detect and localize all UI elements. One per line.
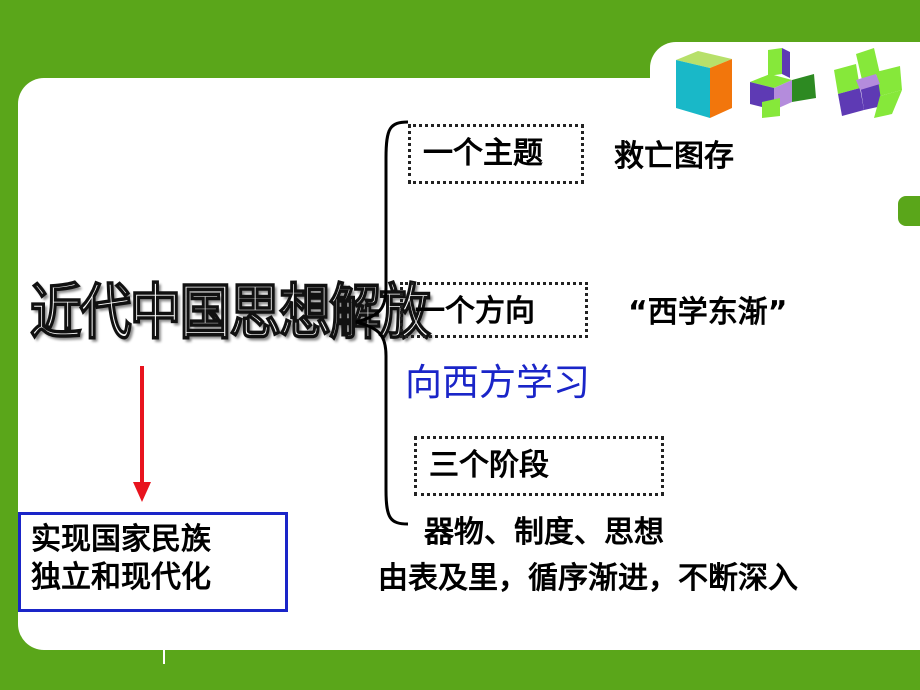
branch-label-direction: 一个方向 bbox=[415, 294, 535, 329]
branch-label-theme: 一个主题 bbox=[423, 136, 543, 171]
right-notch bbox=[898, 196, 920, 226]
diagram-title: 近代中国思想解放 bbox=[29, 277, 431, 349]
cross-blocks-icon bbox=[834, 48, 902, 118]
goal-line-1: 实现国家民族 bbox=[31, 522, 211, 557]
branch-label-stages: 三个阶段 bbox=[429, 448, 549, 483]
stages-line: 器物、制度、思想 bbox=[424, 515, 664, 550]
stacked-blocks-icon bbox=[750, 48, 816, 118]
branch-box-direction: 一个方向 bbox=[400, 282, 588, 338]
bottom-tick bbox=[163, 648, 165, 664]
down-arrow-icon bbox=[133, 366, 151, 502]
cube-icon bbox=[676, 51, 732, 118]
branch-detail-direction: “西学东渐” bbox=[628, 295, 788, 330]
direction-note: 向西方学习 bbox=[405, 361, 590, 404]
goal-line-2: 独立和现代化 bbox=[31, 559, 211, 595]
curly-brace bbox=[355, 120, 409, 526]
goal-box: 实现国家民族 独立和现代化 bbox=[18, 512, 288, 612]
progress-line: 由表及里，循序渐进，不断深入 bbox=[378, 561, 798, 596]
decorative-icons bbox=[676, 48, 902, 118]
branch-box-theme: 一个主题 bbox=[408, 124, 584, 184]
branch-box-stages: 三个阶段 bbox=[414, 436, 664, 496]
branch-detail-theme: 救亡图存 bbox=[614, 139, 734, 174]
